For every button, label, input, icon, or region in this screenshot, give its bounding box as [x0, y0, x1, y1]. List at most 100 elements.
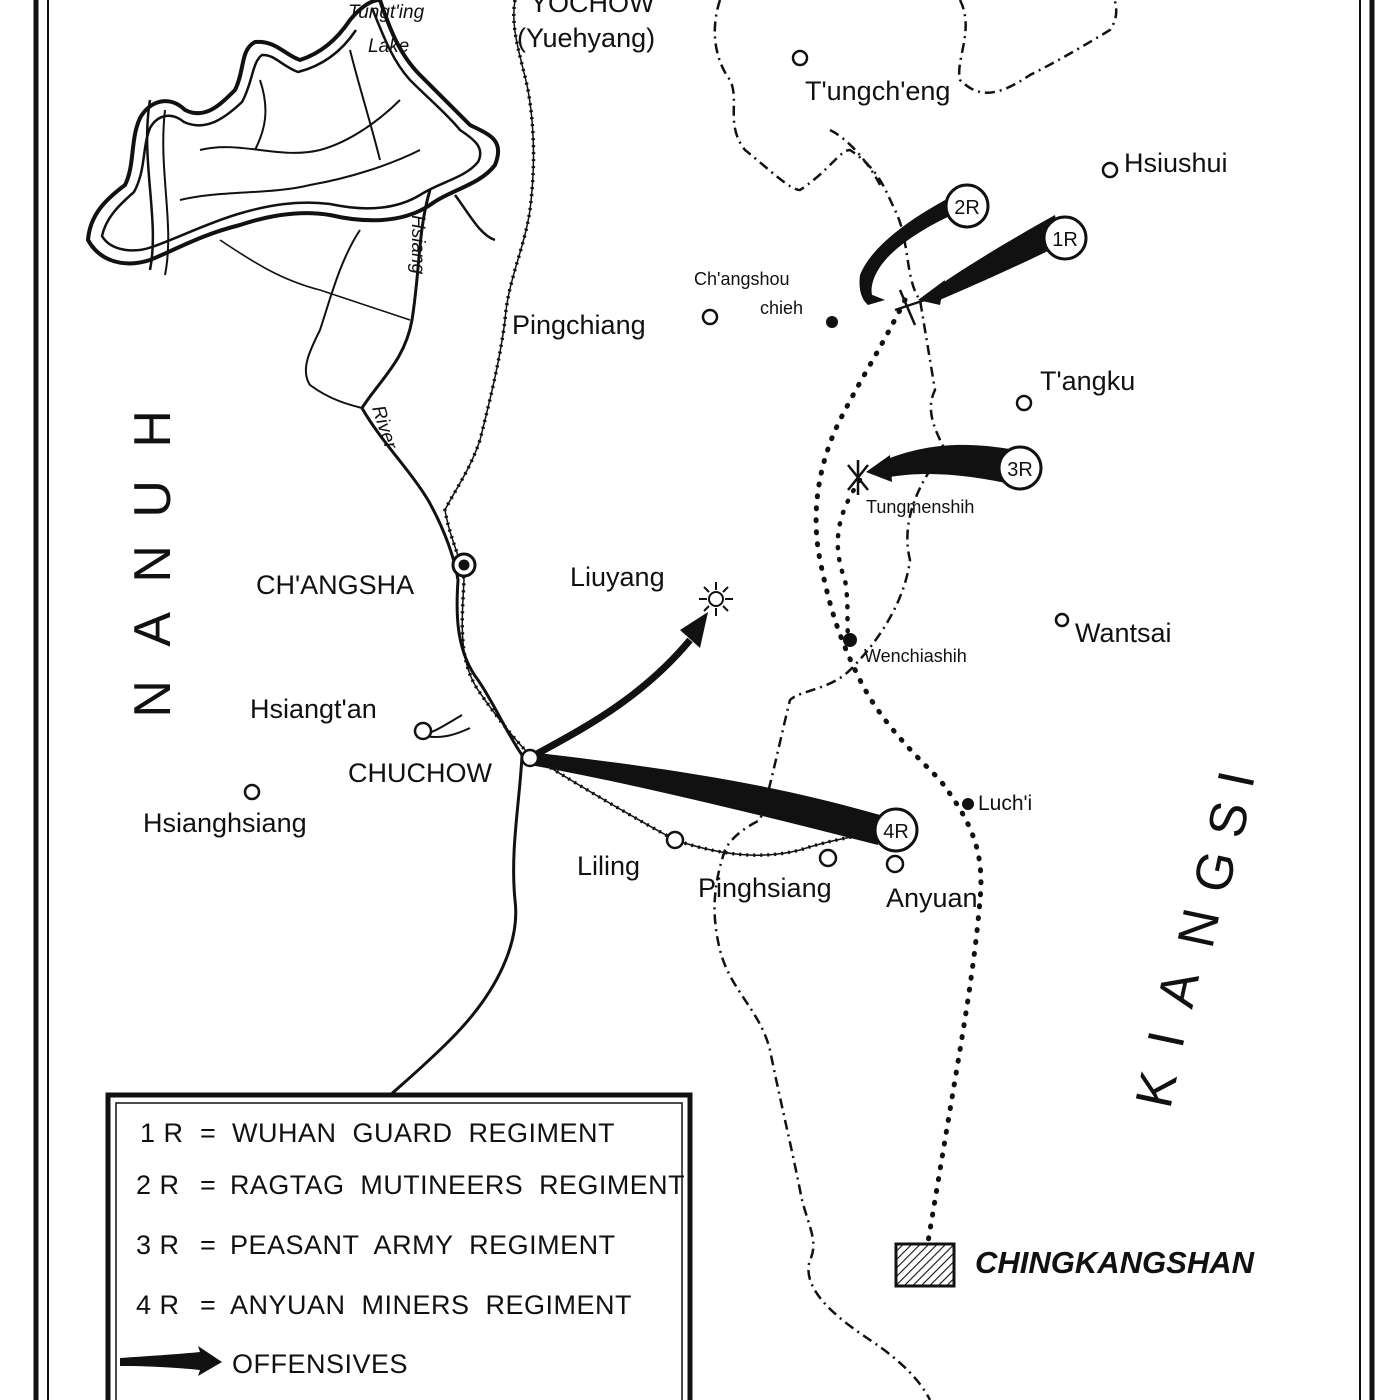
label-liuyang: Liuyang — [570, 562, 665, 592]
marker-anyuan — [885, 854, 905, 874]
legend-code: 1 R — [140, 1118, 184, 1148]
marker-wantsai — [1054, 612, 1070, 628]
hunan-letter: N — [124, 545, 182, 583]
offensive-arrow-4r — [530, 752, 880, 845]
changsha-marker — [451, 552, 477, 578]
label-tungmenshih: Tungmenshih — [866, 497, 974, 517]
marker-hsiangtan — [413, 721, 433, 741]
kiangsi-letter: I — [1207, 766, 1267, 792]
route-to-chingkangshan — [813, 297, 984, 1263]
lake-name-line1: Tungt'ing — [348, 2, 425, 23]
legend-desc: WUHAN GUARD REGIMENT — [232, 1118, 615, 1148]
village-markers — [826, 316, 974, 810]
battle-marker-changshou — [894, 289, 926, 326]
battle-marker-liuyang — [699, 582, 733, 616]
legend-equals: = — [200, 1230, 216, 1260]
label-pinghsiang: Pinghsiang — [698, 873, 832, 903]
legend-code: 2 R — [136, 1170, 180, 1200]
marker-luchi — [962, 798, 974, 810]
lake-name-line2: Lake — [368, 36, 409, 57]
marker-pingchiang — [701, 308, 719, 326]
regiment-label-3r: 3R — [1007, 459, 1033, 481]
offensive-arrow-liuyang — [533, 612, 708, 759]
marker-hsiushui — [1101, 161, 1119, 179]
offensive-arrow-1r — [918, 215, 1060, 305]
regiment-badge-4r: 4R — [873, 807, 919, 853]
legend-code: 3 R — [136, 1230, 180, 1260]
kiangsi-letter: N — [1167, 904, 1232, 953]
legend-offensives-label: OFFENSIVES — [232, 1349, 408, 1379]
label-changshou-1: Ch'angshou — [694, 269, 790, 289]
legend-row-offensives: OFFENSIVES — [120, 1346, 408, 1379]
battle-marker-tungmenshih — [847, 460, 869, 495]
label-chingkangshan: CHINGKANGSHAN — [975, 1245, 1255, 1280]
marker-pinghsiang — [818, 848, 838, 868]
label-pingchiang: Pingchiang — [512, 310, 646, 340]
label-wenchiashih: Wenchiashih — [864, 646, 967, 666]
regiment-badge-3r: 3R — [997, 445, 1043, 491]
offensive-arrow-2r — [859, 200, 952, 305]
hunan-letter: A — [124, 612, 182, 647]
marker-wenchiashih — [843, 633, 857, 647]
legend-equals: = — [200, 1118, 216, 1148]
legend-code: 4 R — [136, 1290, 180, 1320]
offensive-arrow-3r — [866, 444, 1015, 485]
chingkangshan-marker — [894, 1242, 956, 1288]
railway — [443, 0, 896, 857]
marker-liling — [665, 830, 685, 850]
label-wantsai: Wantsai — [1075, 618, 1172, 648]
kiangsi-letter: K — [1125, 1066, 1189, 1112]
label-liling: Liling — [577, 851, 640, 881]
legend-row-1r: 1 R = WUHAN GUARD REGIMENT — [140, 1118, 615, 1148]
label-hsiushui: Hsiushui — [1124, 148, 1228, 178]
regiment-badge-2r: 2R — [944, 183, 990, 229]
legend-row-3r: 3 R = PEASANT ARMY REGIMENT — [136, 1230, 616, 1260]
tungting-lake — [85, 0, 501, 321]
label-tungcheng: T'ungch'eng — [805, 76, 950, 106]
label-hsianghsiang: Hsianghsiang — [143, 808, 307, 838]
label-yochow: YOCHOW — [530, 0, 655, 18]
label-hsiangtan: Hsiangt'an — [250, 694, 377, 724]
label-changshou-2: chieh — [760, 298, 803, 318]
map-frame — [33, 0, 1375, 1400]
legend-desc: ANYUAN MINERS REGIMENT — [230, 1290, 632, 1320]
province-border — [713, 0, 1118, 1400]
hsiang-river — [304, 189, 524, 1102]
kiangsi-letter: I — [1137, 1026, 1197, 1052]
province-label-hunan: H U N A N — [124, 410, 182, 718]
legend: 1 R = WUHAN GUARD REGIMENT 2 R = RAGTAG … — [105, 1092, 693, 1400]
label-anyuan: Anyuan — [886, 883, 978, 913]
hunan-letter: U — [124, 480, 182, 518]
kiangsi-letter: A — [1147, 966, 1211, 1012]
province-label-kiangsi: K I A N G S I — [1125, 766, 1267, 1112]
label-luchi: Luch'i — [978, 792, 1032, 815]
label-chuchow: CHUCHOW — [348, 758, 492, 788]
label-yuehyang: (Yuehyang) — [517, 23, 655, 53]
regiment-label-4r: 4R — [883, 821, 909, 843]
marker-tungcheng — [791, 49, 809, 67]
kiangsi-letter: S — [1197, 797, 1261, 843]
hunan-letter: N — [124, 680, 182, 718]
regiment-badge-1r: 1R — [1042, 215, 1088, 261]
regiment-label-1r: 1R — [1052, 229, 1078, 251]
offensive-arrow-icon — [120, 1346, 222, 1376]
town-markers — [243, 49, 1119, 874]
marker-changshou — [826, 316, 838, 328]
legend-equals: = — [200, 1170, 216, 1200]
legend-equals: = — [200, 1290, 216, 1320]
marker-tangku — [1015, 394, 1033, 412]
legend-desc: PEASANT ARMY REGIMENT — [230, 1230, 616, 1260]
label-changsha: CH'ANGSHA — [256, 570, 414, 600]
regiment-label-2r: 2R — [954, 197, 980, 219]
marker-hsianghsiang — [243, 783, 261, 801]
kiangsi-letter: G — [1183, 846, 1248, 898]
legend-row-2r: 2 R = RAGTAG MUTINEERS REGIMENT — [136, 1170, 685, 1200]
legend-row-4r: 4 R = ANYUAN MINERS REGIMENT — [136, 1290, 632, 1320]
river-label-part1: Hsiang — [407, 215, 428, 275]
marker-chuchow — [520, 748, 540, 768]
legend-desc: RAGTAG MUTINEERS REGIMENT — [230, 1170, 685, 1200]
hunan-letter: H — [124, 410, 182, 448]
label-tangku: T'angku — [1040, 366, 1135, 396]
river-label-part2: River — [367, 403, 401, 452]
